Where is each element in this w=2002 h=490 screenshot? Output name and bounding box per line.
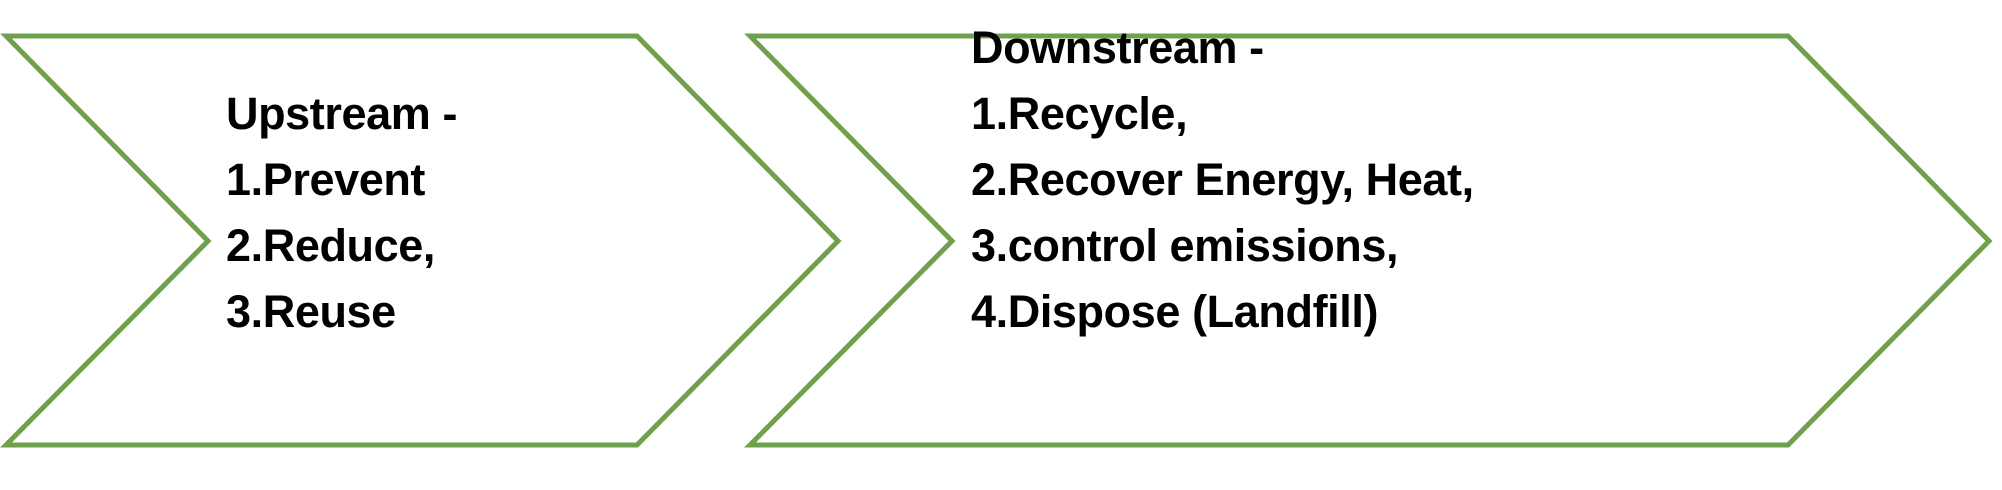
upstream-item-2: 2.Reduce, <box>226 220 435 271</box>
downstream-item-4: 4.Dispose (Landfill) <box>971 286 1379 337</box>
upstream-chevron-shape[interactable] <box>0 33 842 448</box>
downstream-item-3: 3.control emissions, <box>971 220 1399 271</box>
downstream-item-1: 1.Recycle, <box>971 88 1188 139</box>
downstream-text-block: Downstream - 1.Recycle, 2.Recover Energy… <box>971 15 1474 345</box>
upstream-text-block: Upstream - 1.Prevent 2.Reduce, 3.Reuse <box>226 81 457 345</box>
upstream-item-3: 3.Reuse <box>226 286 396 337</box>
upstream-item-1: 1.Prevent <box>226 154 426 205</box>
downstream-chevron-shape[interactable] <box>744 33 1993 448</box>
upstream-heading: Upstream - <box>226 88 458 139</box>
downstream-heading: Downstream - <box>971 22 1264 73</box>
downstream-item-2: 2.Recover Energy, Heat, <box>971 154 1474 205</box>
